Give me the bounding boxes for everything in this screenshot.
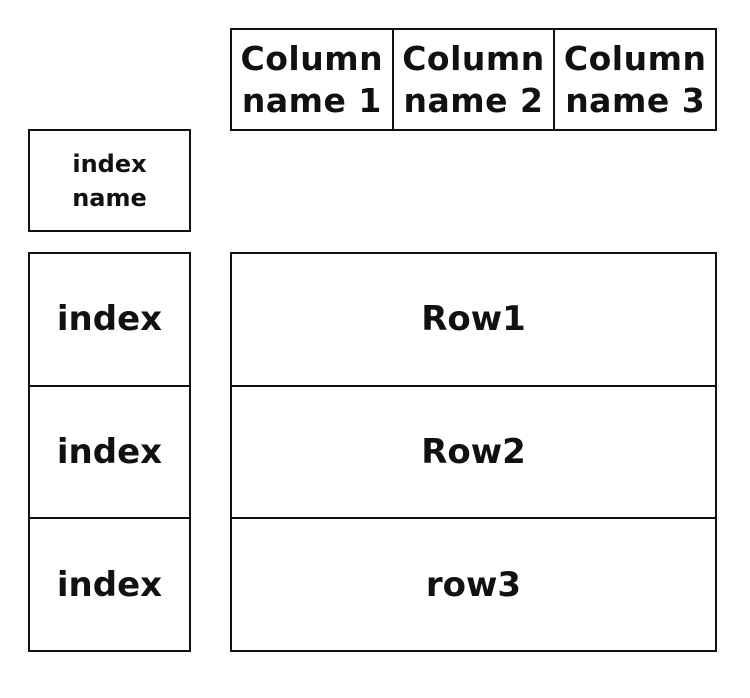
index-cell-2: index xyxy=(30,384,189,518)
row-cell-3: row3 xyxy=(232,517,715,650)
rows-column: Row1 Row2 row3 xyxy=(230,252,717,652)
column-header-2: Column name 2 xyxy=(391,30,554,129)
column-header-group: Column name 1 Column name 2 Column name … xyxy=(230,28,717,131)
index-cell-1: index xyxy=(56,299,163,340)
column-header-1: Column name 1 xyxy=(240,38,384,120)
index-column: index index index xyxy=(28,252,191,652)
index-cell-3: index xyxy=(30,517,189,650)
column-header-3: Column name 3 xyxy=(553,30,715,129)
row-cell-2: Row2 xyxy=(232,384,715,518)
row-cell-1: Row1 xyxy=(421,299,526,340)
index-name-label: index name xyxy=(28,129,191,232)
